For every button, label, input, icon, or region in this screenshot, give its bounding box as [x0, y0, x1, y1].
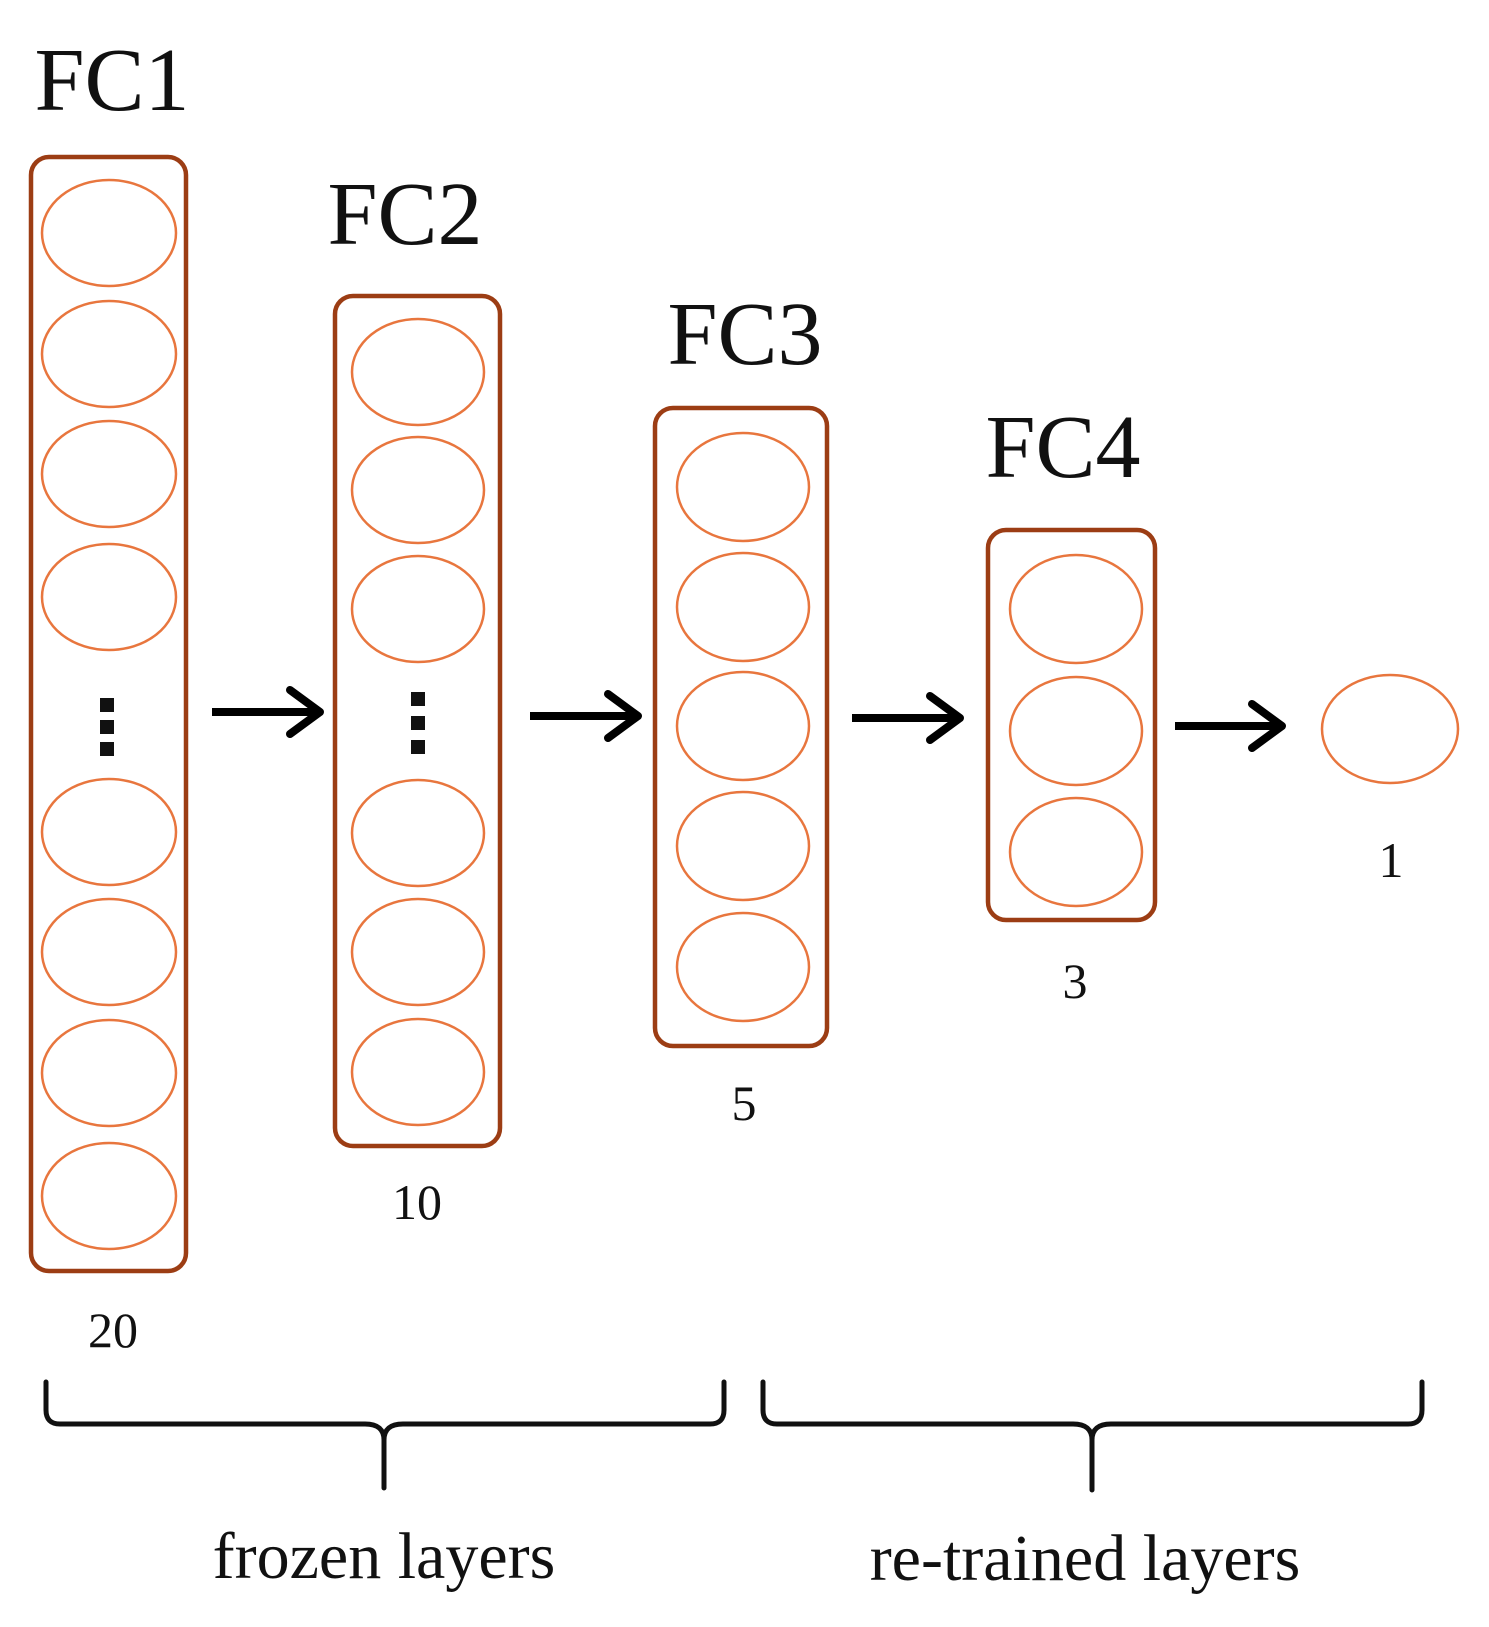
- neuron-fc3-4: [675, 790, 811, 902]
- count-label-output: 1: [1379, 832, 1404, 888]
- count-label-fc3: 5: [732, 1075, 757, 1131]
- neuron-fc2-5: [350, 897, 486, 1007]
- neuron-fc4-3: [1008, 796, 1144, 908]
- neuron-fc4-1: [1008, 553, 1144, 665]
- layer-title-fc4: FC4: [985, 398, 1140, 497]
- neuron-fc3-1: [675, 431, 811, 543]
- layer-box-fc1: [28, 154, 189, 1274]
- neuron-fc3-5: [675, 911, 811, 1023]
- layer-title-fc3: FC3: [667, 285, 822, 384]
- group-label-frozen: frozen layers: [213, 1520, 556, 1593]
- neuron-fc3-3: [675, 670, 811, 782]
- neuron-fc1-8: [40, 1141, 178, 1251]
- ellipsis-dot-fc1-1: [100, 698, 114, 712]
- neuron-fc2-6: [350, 1017, 486, 1127]
- neuron-fc1-7: [40, 1018, 178, 1128]
- count-label-fc2: 10: [392, 1174, 442, 1230]
- neuron-fc4-2: [1008, 675, 1144, 787]
- neuron-fc1-6: [40, 897, 178, 1007]
- neuron-fc1-3: [40, 419, 178, 529]
- neuron-fc1-5: [40, 777, 178, 887]
- arrow-fc1-fc2: [212, 686, 324, 738]
- arrow-fc4-output: [1175, 700, 1286, 752]
- neuron-fc1-4: [40, 542, 178, 652]
- ellipsis-dot-fc2-3: [411, 740, 425, 754]
- layer-title-fc2: FC2: [327, 165, 482, 264]
- neuron-fc3-2: [675, 551, 811, 663]
- neuron-fc2-4: [350, 778, 486, 888]
- ellipsis-dot-fc1-3: [100, 742, 114, 756]
- count-label-fc4: 3: [1063, 953, 1088, 1009]
- count-label-fc1: 20: [88, 1302, 138, 1358]
- layer-box-fc4: [985, 527, 1158, 923]
- neuron-fc1-1: [40, 178, 178, 288]
- neuron-fc2-2: [350, 435, 486, 545]
- ellipsis-dot-fc2-1: [411, 692, 425, 706]
- layer-title-fc1: FC1: [34, 31, 189, 130]
- layer-box-fc2: [332, 293, 503, 1149]
- neuron-fc2-3: [350, 554, 486, 664]
- arrow-fc3-fc4: [852, 692, 964, 744]
- group-label-retrained: re-trained layers: [870, 1522, 1301, 1595]
- arrow-fc2-fc3: [530, 690, 642, 742]
- ellipsis-dot-fc1-2: [100, 720, 114, 734]
- neuron-fc1-2: [40, 299, 178, 409]
- layer-box-fc3: [652, 405, 830, 1049]
- brace-frozen-layers: [43, 1379, 727, 1491]
- neuron-fc2-1: [350, 317, 486, 427]
- brace-retrained-layers: [760, 1379, 1425, 1493]
- neuron-output: [1320, 673, 1460, 785]
- ellipsis-dot-fc2-2: [411, 716, 425, 730]
